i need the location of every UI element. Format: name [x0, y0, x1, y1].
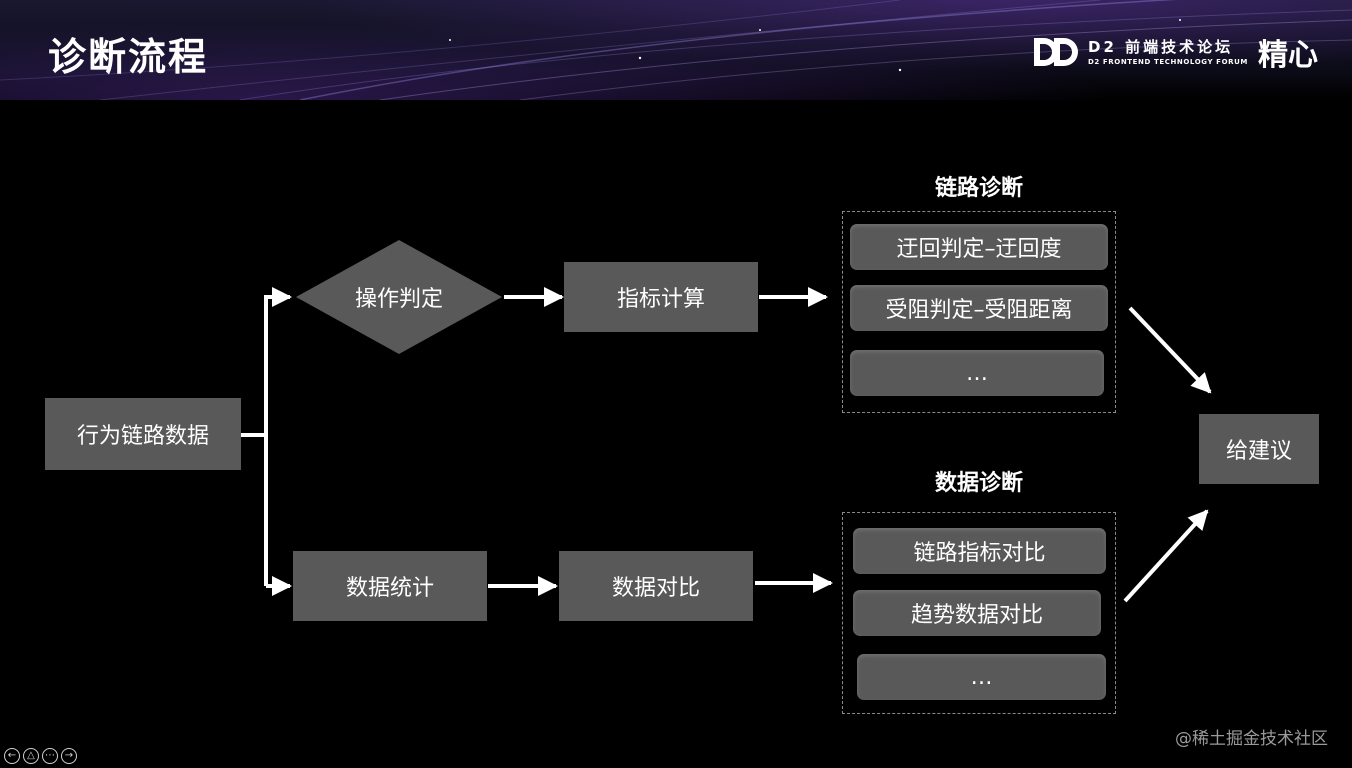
forum-name-english: D2 FRONTEND TECHNOLOGY FORUM — [1088, 58, 1248, 66]
slide-nav-controls: ← △ ⋯ → — [4, 748, 77, 764]
result-arrows — [1123, 306, 1212, 603]
slide-header: 诊断流程 D2 前端技术论坛 D2 FRONTEND TECHNOLOGY FO… — [0, 0, 1352, 100]
data-diagnosis-item: … — [857, 654, 1106, 700]
page-title: 诊断流程 — [48, 35, 209, 79]
link-diagnosis-item: 受阻判定–受阻距离 — [850, 285, 1108, 331]
watermark: @稀土掘金技术社区 — [1175, 729, 1328, 749]
prev-slide-icon[interactable]: ← — [4, 748, 20, 764]
decision-diamond — [296, 240, 502, 354]
data-diagnosis-item: 趋势数据对比 — [853, 590, 1101, 636]
header-background-streaks — [0, 0, 1352, 100]
decision-node-label: 操作判定 — [354, 287, 443, 312]
link-diagnosis-group — [842, 211, 1116, 413]
source-split-connector — [241, 287, 292, 596]
link-diagnosis-item: … — [850, 350, 1104, 396]
bottom-branch-arrows — [488, 573, 833, 596]
source-node: 行为链路数据 — [45, 398, 241, 470]
metric-calc-node: 指标计算 — [564, 262, 758, 332]
d2-forum-logo-icon — [1034, 38, 1078, 66]
data-stats-node: 数据统计 — [293, 551, 487, 621]
next-slide-icon[interactable]: → — [61, 748, 77, 764]
data-compare-node: 数据对比 — [559, 551, 753, 621]
data-diagnosis-title: 数据诊断 — [934, 471, 1023, 496]
pen-tool-icon[interactable]: △ — [23, 748, 39, 764]
link-diagnosis-item: 迂回判定–迂回度 — [850, 224, 1108, 270]
more-options-icon[interactable]: ⋯ — [42, 748, 58, 764]
advice-node: 给建议 — [1199, 414, 1319, 484]
link-diagnosis-title: 链路诊断 — [934, 176, 1023, 201]
forum-name: D2 前端技术论坛 — [1088, 38, 1234, 56]
data-diagnosis-group — [842, 512, 1116, 714]
brand-logo: 精心 — [1258, 38, 1318, 73]
data-diagnosis-item: 链路指标对比 — [853, 528, 1106, 574]
